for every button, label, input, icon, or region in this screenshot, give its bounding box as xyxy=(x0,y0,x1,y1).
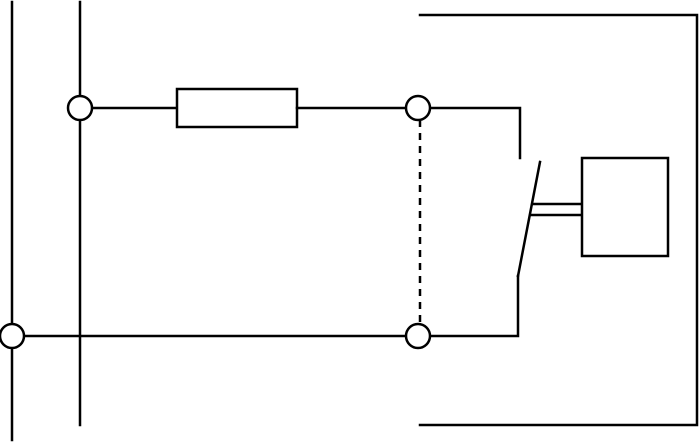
actuator-box xyxy=(580,156,670,258)
terminal-node-bottom-right xyxy=(404,322,432,350)
switch-blade xyxy=(516,160,542,278)
terminal-node-top-right xyxy=(404,94,432,122)
switch-bottom-lead xyxy=(416,274,520,338)
switch-top-lead xyxy=(416,106,522,160)
terminal-node-bottom-left xyxy=(0,322,26,350)
enclosure-box xyxy=(418,13,699,427)
terminal-node-top-left xyxy=(66,94,94,122)
resistor xyxy=(175,87,299,129)
